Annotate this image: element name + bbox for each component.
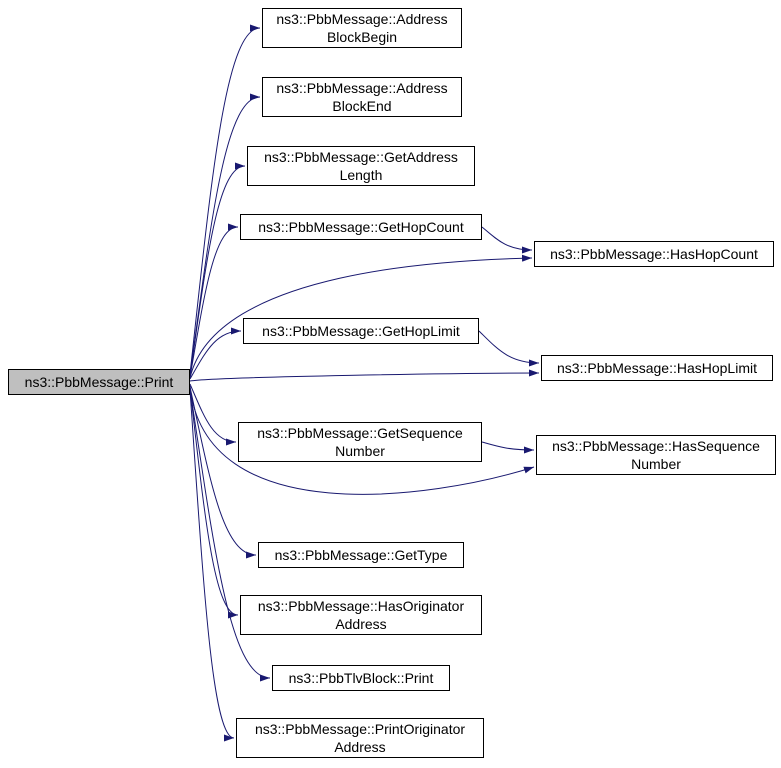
node-get-type[interactable]: ns3::PbbMessage::GetType [258,542,464,568]
node-label: ns3::PbbMessage::HasHopCount [550,246,758,262]
node-label: ns3::PbbMessage::Address [276,80,448,96]
node-label: BlockEnd [332,98,392,114]
node-label: Number [335,443,385,459]
node-label: BlockBegin [326,29,398,45]
edge-print-to-get-address-length [189,162,246,377]
edge-get-hop-count-to-has-hop-count [481,226,533,254]
edge-print-to-get-type [189,386,257,559]
node-label: Address [335,616,387,632]
node-label: ns3::PbbMessage::HasSequence [552,438,760,454]
node-label: Address [334,739,386,755]
node-label: ns3::PbbTlvBlock::Print [288,670,434,686]
edge-print-to-get-sequence-number [189,383,237,446]
node-pbb-tlv-block-print[interactable]: ns3::PbbTlvBlock::Print [272,665,450,691]
node-print[interactable]: ns3::PbbMessage::Print [8,369,190,395]
edge-get-hop-limit-to-has-hop-limit [478,330,540,367]
node-label: ns3::PbbMessage::PrintOriginator [254,721,466,737]
edge-print-to-has-originator-address [189,387,239,619]
edge-print-to-print-originator-address [189,389,235,742]
node-has-hop-count[interactable]: ns3::PbbMessage::HasHopCount [534,241,774,267]
edge-print-to-has-hop-limit [189,369,540,382]
edge-get-sequence-number-to-has-sequence-number [481,441,535,454]
node-label: ns3::PbbMessage::HasHopLimit [557,360,757,376]
node-label: ns3::PbbMessage::Print [24,374,174,390]
node-get-hop-limit[interactable]: ns3::PbbMessage::GetHopLimit [243,318,479,344]
node-get-hop-count[interactable]: ns3::PbbMessage::GetHopCount [240,214,482,240]
node-label: ns3::PbbMessage::GetHopLimit [262,323,460,339]
node-label: ns3::PbbMessage::GetType [274,547,448,563]
node-has-hop-limit[interactable]: ns3::PbbMessage::HasHopLimit [541,355,773,381]
node-label: ns3::PbbMessage::GetSequence [257,425,463,441]
node-label: Length [339,167,383,183]
node-label: ns3::PbbMessage::HasOriginator [257,598,465,614]
node-label: ns3::PbbMessage::GetAddress [264,149,458,165]
edge-print-to-get-hop-limit [189,327,242,380]
node-label: Number [631,456,681,472]
node-label: ns3::PbbMessage::Address [276,11,448,27]
edge-print-to-get-hop-count [189,223,239,378]
node-label: ns3::PbbMessage::GetHopCount [258,219,464,235]
